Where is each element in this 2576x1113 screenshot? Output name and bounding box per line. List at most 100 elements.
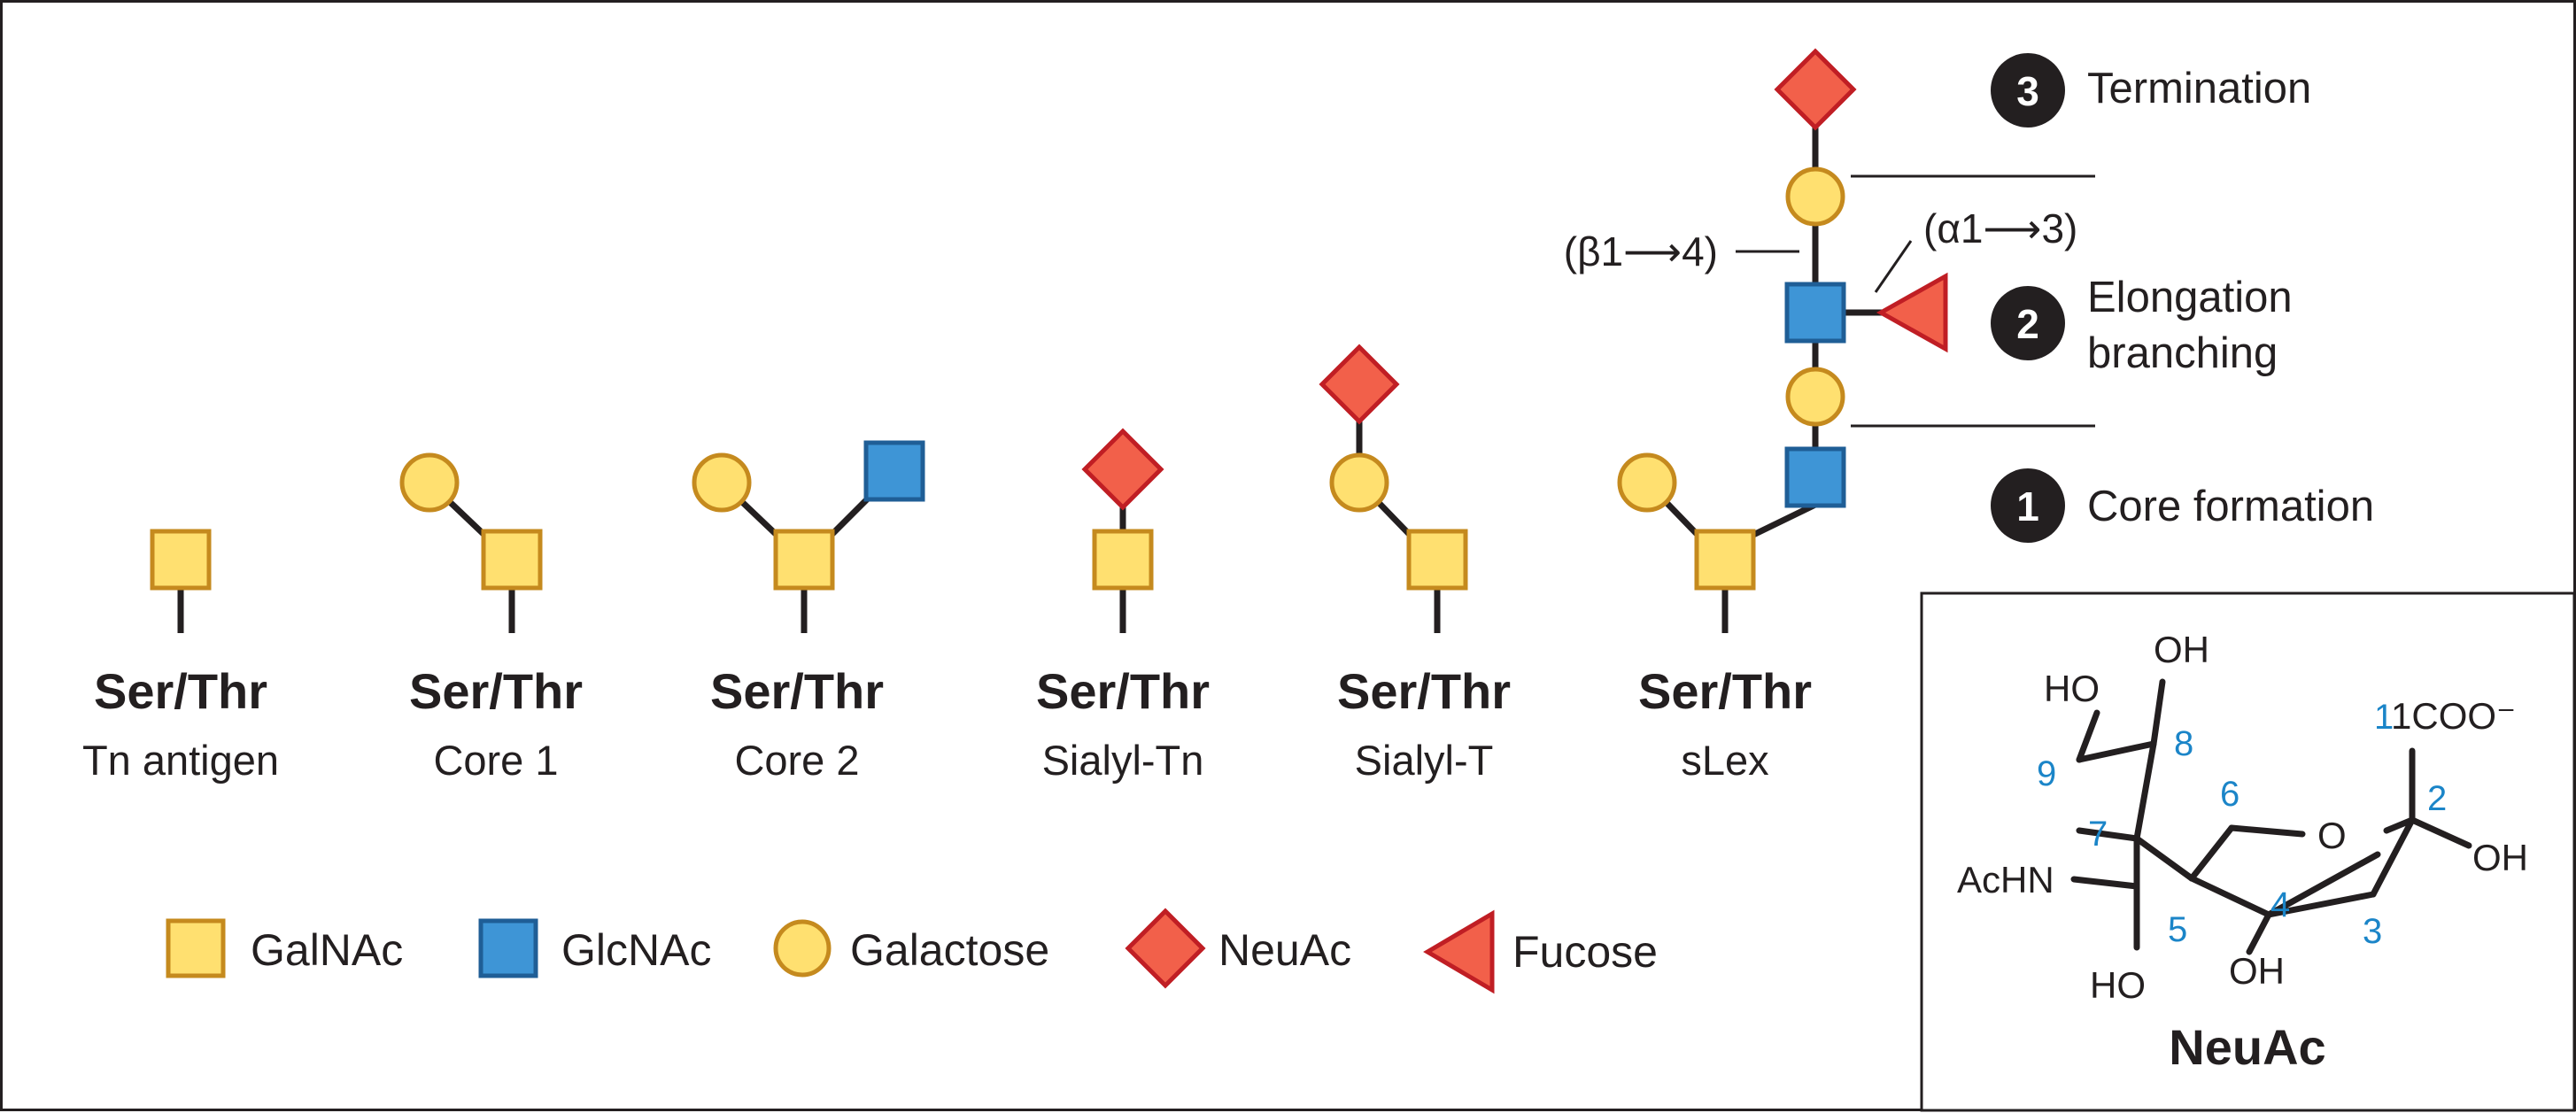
legend-galactose-label: Galactose xyxy=(850,925,1049,975)
galnac-square xyxy=(1406,529,1468,591)
amino-acid-label: Ser/Thr xyxy=(94,663,267,719)
neuac-diamond xyxy=(1774,48,1857,131)
glycan-bonds xyxy=(177,124,1884,633)
atom-label: OH xyxy=(2154,629,2209,670)
galactose-circle xyxy=(1785,166,1845,227)
stage-label: branching xyxy=(2087,329,2278,377)
galactose-group xyxy=(399,166,1845,513)
neuac-structure-inset: OH HO 1COO⁻ O OH AcHN OH HO 1 2 3 4 5 6 … xyxy=(1920,591,2576,1112)
carbon-number: 4 xyxy=(2270,885,2290,924)
stage-1: 1 Core formation xyxy=(1991,468,2374,543)
bond xyxy=(2150,678,2166,747)
legend-neuac-label: NeuAc xyxy=(1218,925,1351,975)
atom-label: HO xyxy=(2090,964,2146,1006)
atom-label: AcHN xyxy=(1957,859,2054,900)
glcnac-square xyxy=(1784,282,1846,344)
linkage-leaders xyxy=(1736,240,1913,293)
legend: GalNAc GlcNAc Galactose NeuAc Fucose xyxy=(166,908,1658,994)
carbon-number: 6 xyxy=(2220,775,2239,814)
legend-neuac-swatch xyxy=(1125,908,1206,989)
bond xyxy=(2133,740,2157,842)
legend-fucose-label: Fucose xyxy=(1512,927,1658,977)
bond xyxy=(2409,816,2472,849)
bond xyxy=(2070,876,2140,890)
carbon-number: 7 xyxy=(2088,815,2108,854)
structure-name: Sialyl-Tn xyxy=(1042,737,1204,784)
atom-label: HO xyxy=(2044,668,2100,709)
atom-label: OH xyxy=(2472,837,2528,878)
bond xyxy=(2076,827,2140,842)
stage-3: 3 Termination xyxy=(1991,53,2311,128)
atom-label: O xyxy=(2317,815,2347,856)
legend-glcnac-label: GlcNAc xyxy=(561,925,711,975)
structure-name: sLex xyxy=(1681,737,1768,784)
neuac-group xyxy=(1081,48,1857,511)
carbon-number: 9 xyxy=(2037,754,2056,793)
stage-number-badge xyxy=(1991,468,2065,543)
neuac-skeleton xyxy=(2070,678,2472,955)
carbon-number: 3 xyxy=(2363,912,2382,951)
legend-fucose-swatch xyxy=(1423,909,1495,994)
bond xyxy=(2076,740,2157,763)
stage-number-badge xyxy=(1991,53,2065,128)
galnac-square xyxy=(150,529,212,591)
alpha-linkage-label: (α1⟶3) xyxy=(1923,205,2077,251)
stage-number: 3 xyxy=(2016,68,2039,114)
galactose-circle xyxy=(1785,367,1845,427)
stage-label: Termination xyxy=(2087,65,2311,112)
bond xyxy=(1750,501,1817,539)
galactose-circle xyxy=(1617,452,1677,513)
fucose-triangle xyxy=(1876,272,1948,353)
carbon-number: 1 xyxy=(2374,698,2394,737)
bond xyxy=(2246,911,2272,955)
bond xyxy=(2228,824,2306,838)
neuac-atom-labels: OH HO 1COO⁻ O OH AcHN OH HO xyxy=(1957,629,2528,1006)
structure-name: Tn antigen xyxy=(82,737,279,784)
galnac-group xyxy=(150,529,1756,591)
stage-label: Core formation xyxy=(2087,483,2374,530)
neuac-carbon-numbers: 1 2 3 4 5 6 7 8 9 xyxy=(2037,698,2447,951)
galactose-circle xyxy=(692,452,752,513)
galnac-square xyxy=(1092,529,1154,591)
galactose-circle xyxy=(399,452,460,513)
glcnac-square xyxy=(1784,446,1846,508)
galactose-circle xyxy=(1329,452,1389,513)
carbon-number: 2 xyxy=(2427,779,2447,818)
carbon-number: 5 xyxy=(2168,910,2187,949)
structure-name: Core 1 xyxy=(433,737,558,784)
structure-name: Sialyl-T xyxy=(1355,737,1494,784)
bond xyxy=(2133,835,2195,882)
stage-number: 2 xyxy=(2016,301,2039,347)
structure-name: Core 2 xyxy=(734,737,859,784)
amino-acid-label: Ser/Thr xyxy=(710,663,884,719)
galnac-square xyxy=(773,529,835,591)
beta-linkage-label: (β1⟶4) xyxy=(1564,228,1718,274)
neuac-diamond xyxy=(1081,428,1164,511)
stage-2: 2 Elongation branching xyxy=(1991,274,2293,377)
stage-number: 1 xyxy=(2016,483,2039,529)
inset-border xyxy=(1920,591,2576,1112)
legend-galnac-swatch xyxy=(166,918,226,978)
bond xyxy=(2076,709,2100,763)
legend-glcnac-swatch xyxy=(478,918,538,978)
legend-galactose-swatch xyxy=(773,919,832,978)
atom-label: OH xyxy=(2229,950,2285,992)
glcnac-square xyxy=(863,440,925,502)
neuac-diamond xyxy=(1319,344,1400,425)
bond xyxy=(2370,816,2416,898)
linkage-annotations: (β1⟶4) (α1⟶3) xyxy=(1564,205,2078,274)
neuac-title: NeuAc xyxy=(2169,1019,2325,1075)
alpha-leader-line xyxy=(1874,240,1913,293)
galnac-square xyxy=(481,529,543,591)
structure-labels: Ser/Thr Tn antigen Ser/Thr Core 1 Ser/Th… xyxy=(82,663,1812,784)
bond xyxy=(2188,824,2235,882)
amino-acid-label: Ser/Thr xyxy=(409,663,583,719)
atom-label: 1COO⁻ xyxy=(2391,695,2516,737)
bond xyxy=(2265,891,2377,918)
legend-galnac-label: GalNAc xyxy=(251,925,403,975)
stage-dividers xyxy=(1851,174,2095,428)
stage-label: Elongation xyxy=(2087,274,2293,321)
glcnac-group xyxy=(863,282,1846,508)
